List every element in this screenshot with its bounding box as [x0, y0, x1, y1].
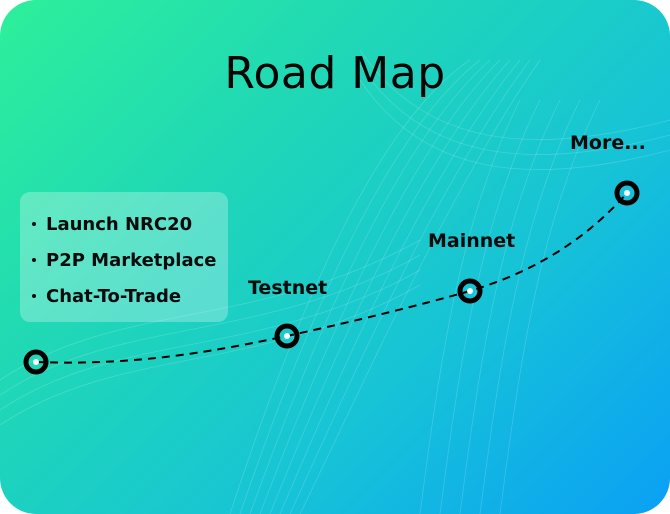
timeline-node-more: [614, 180, 640, 206]
phase-item-label: P2P Marketplace: [46, 249, 217, 271]
bullet-icon: [32, 222, 36, 226]
timeline-dashed-path: [35, 192, 628, 364]
phase-item-label: Chat-To-Trade: [46, 285, 182, 307]
page-title: Road Map: [224, 48, 446, 99]
phase-item-label: Launch NRC20: [46, 213, 193, 235]
bullet-icon: [32, 258, 36, 262]
milestone-label-more: More...: [570, 132, 646, 154]
milestone-label-mainnet: Mainnet: [428, 230, 516, 252]
phase-item-launch-nrc20: Launch NRC20: [32, 206, 228, 242]
phase-item-chat-to-trade: Chat-To-Trade: [32, 278, 228, 314]
timeline-node-start: [23, 349, 49, 375]
timeline-node-mainnet: [457, 278, 483, 304]
bullet-icon: [32, 294, 36, 298]
timeline-node-testnet: [274, 323, 300, 349]
milestone-label-testnet: Testnet: [248, 277, 328, 299]
phase-item-p2p-marketplace: P2P Marketplace: [32, 242, 228, 278]
current-phase-box: Launch NRC20 P2P Marketplace Chat-To-Tra…: [20, 192, 228, 322]
